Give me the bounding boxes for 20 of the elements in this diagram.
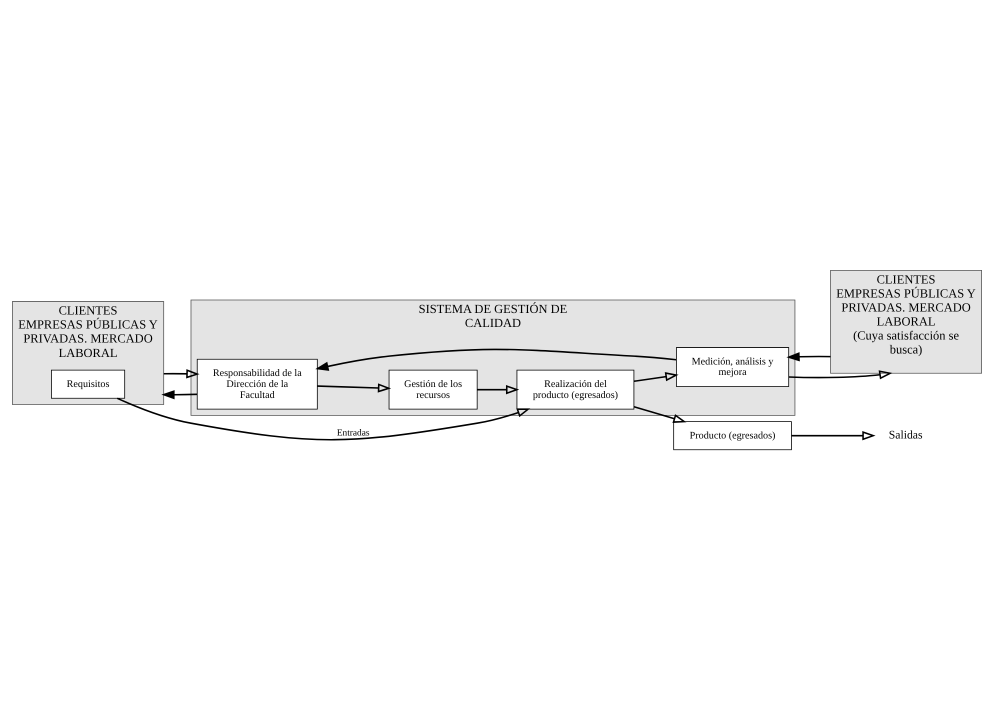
node-text: Salidas: [888, 428, 923, 441]
node-box: Producto (egresados): [673, 420, 792, 450]
node-box: Responsabilidad de la Dirección de la Facultad: [196, 358, 318, 410]
arrow: [161, 390, 198, 399]
arrow: [634, 406, 686, 422]
node-box: Gestión de los recursos: [388, 369, 478, 410]
node-box: Requisitos: [51, 369, 126, 398]
arrow: [788, 370, 892, 379]
edge-label: Entradas: [336, 428, 370, 438]
arrow: [792, 430, 876, 440]
arrow: [477, 384, 520, 394]
node-box: Realización del producto (egresados): [516, 369, 634, 410]
arrow: [116, 397, 530, 440]
arrow: [786, 352, 831, 361]
arrow: [318, 382, 392, 392]
arrow: [315, 348, 676, 370]
arrow: [164, 368, 200, 378]
arrow: [634, 372, 679, 382]
node-box: CLIENTES EMPRESAS PÚBLICAS Y PRIVADAS. MERCADO LABORAL (Cuya satisfacción se busca): [830, 269, 982, 374]
node-box: Medición, análisis y mejora: [676, 346, 790, 386]
